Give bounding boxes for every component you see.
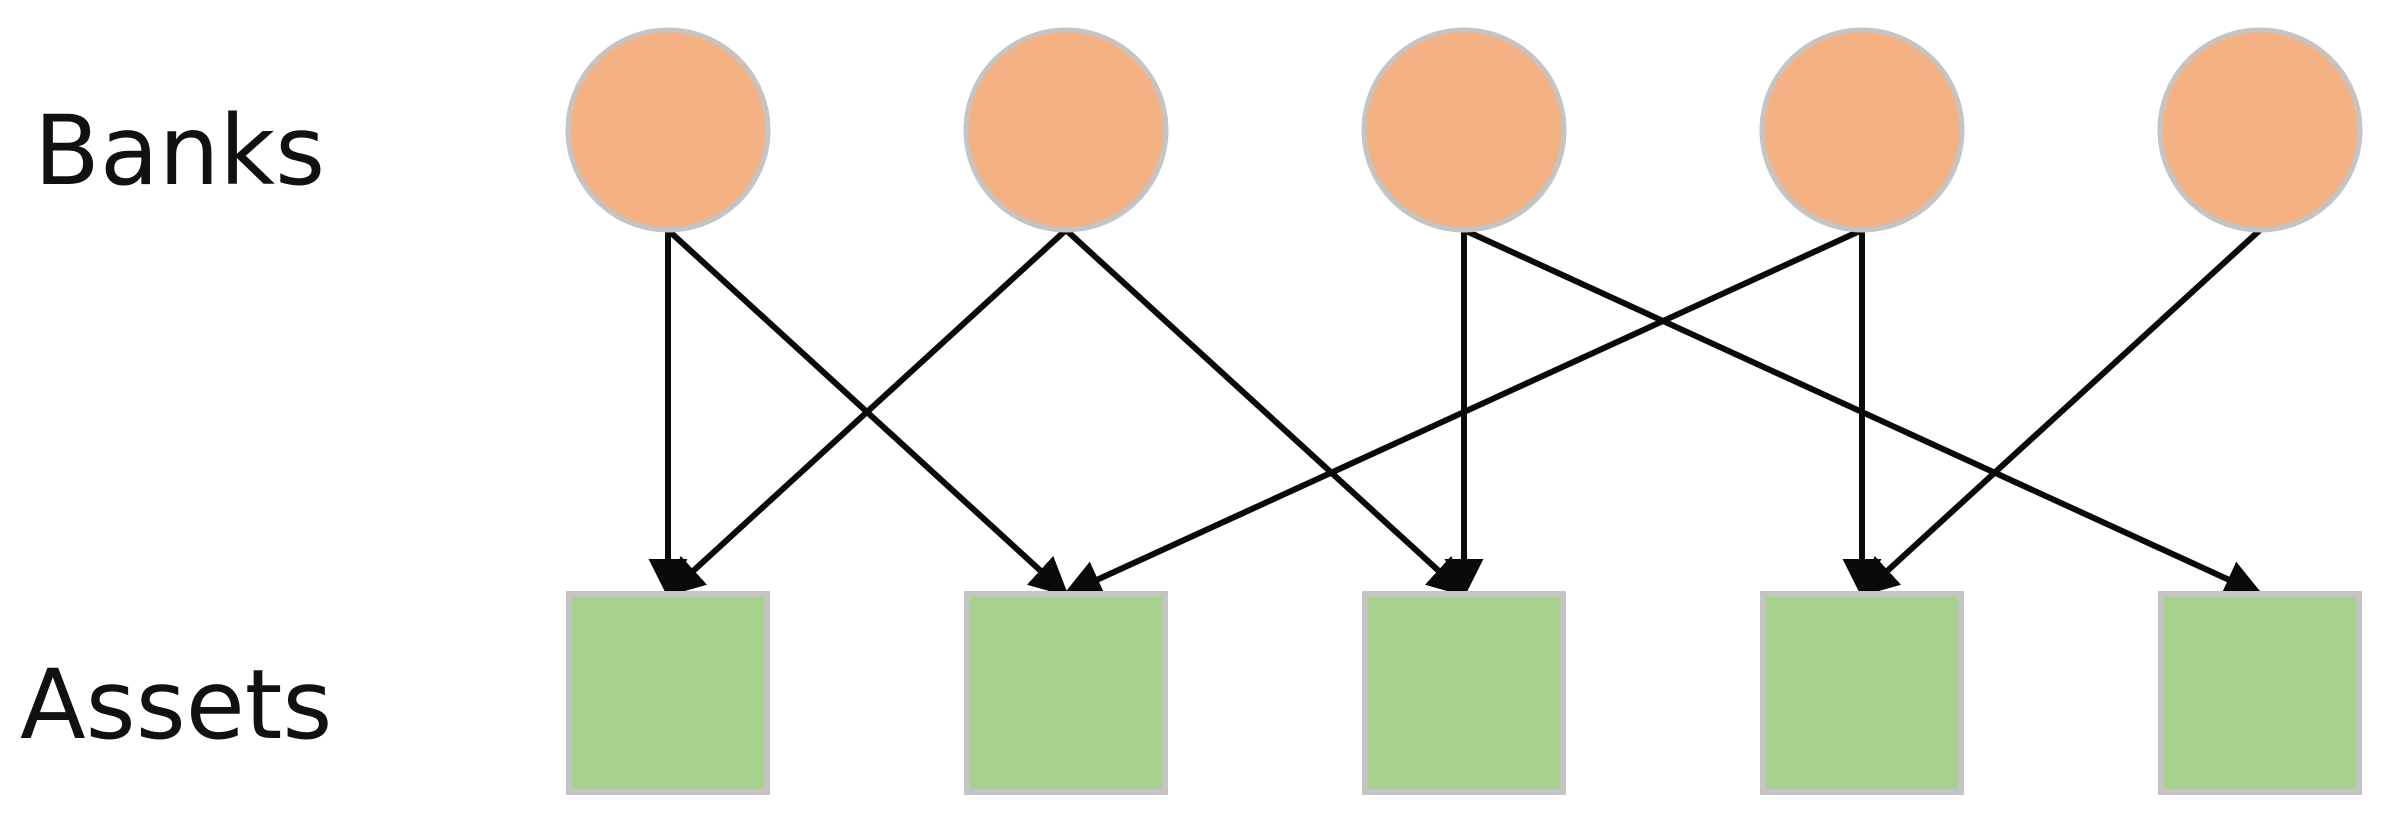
banks-layer [565,27,2363,233]
assets-label: Assets [20,649,332,761]
bank-node [2157,27,2363,233]
asset-node [2158,591,2362,795]
bank-node [963,27,1169,233]
edge-arrow [1063,227,1467,597]
asset-node [566,591,770,795]
asset-node [1362,591,1566,795]
bank-node [565,27,771,233]
edge-arrow [1062,227,1864,598]
bank-node [1361,27,1567,233]
asset-node [1760,591,1964,795]
edges-layer [648,227,2264,598]
asset-node [964,591,1168,795]
assets-layer [566,591,2362,795]
edge-arrow [1859,227,2263,597]
bank-node [1759,27,1965,233]
banks-label: Banks [34,95,325,207]
edge-arrow [665,227,1069,597]
